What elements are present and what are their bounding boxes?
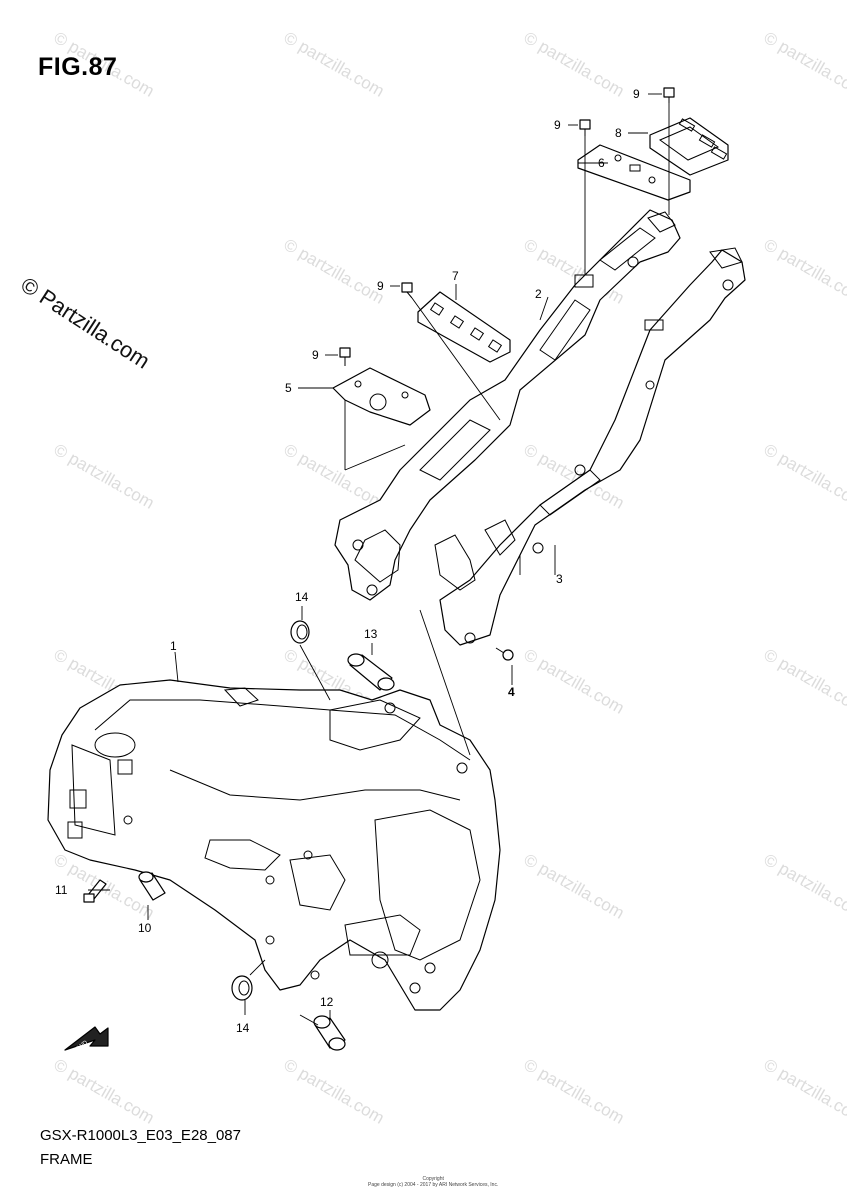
copyright-line2: Page design (c) 2004 - 2017 by ARI Netwo… — [368, 1182, 499, 1188]
part-3-seat-rail[interactable] — [434, 247, 746, 646]
part-13-spacer[interactable] — [347, 653, 395, 691]
callout-14: 14 — [236, 1021, 250, 1035]
callout-9: 9 — [312, 348, 319, 362]
callout-5: 5 — [285, 381, 292, 395]
part-6-plate[interactable] — [577, 144, 691, 201]
part-12-spacer[interactable] — [313, 1015, 346, 1051]
copyright-line1: Copyright — [422, 1176, 444, 1182]
part-4-bolt[interactable] — [495, 647, 514, 661]
callout-7: 7 — [452, 269, 459, 283]
callout-3: 3 — [556, 572, 563, 586]
part-5-plate[interactable] — [332, 367, 431, 426]
callout-6: 6 — [598, 156, 605, 170]
part-9-bolt[interactable] — [401, 282, 413, 299]
forward-arrow-icon — [64, 1026, 109, 1051]
part-2-seat-rail[interactable] — [334, 209, 681, 601]
figure-title: FIG.87 — [38, 53, 118, 81]
part-9-bolt[interactable] — [339, 347, 351, 366]
part-7-plate[interactable] — [417, 291, 511, 363]
callout-11: 11 — [55, 883, 68, 897]
part-14-bushing[interactable] — [231, 975, 253, 1001]
part-9-bolt[interactable] — [663, 87, 675, 103]
callout-10: 10 — [138, 921, 152, 935]
part-9-bolt[interactable] — [579, 119, 591, 136]
part-10-collar[interactable] — [138, 871, 166, 901]
callout-4: 4 — [508, 685, 515, 699]
callout-13: 13 — [364, 627, 378, 641]
copyright-notice: Copyright Page design (c) 2004 - 2017 by… — [368, 1176, 498, 1188]
callout-14: 14 — [295, 590, 309, 604]
callout-8: 8 — [615, 126, 622, 140]
part-1-main-frame[interactable] — [47, 679, 501, 1011]
callout-9: 9 — [377, 279, 384, 293]
callout-12: 12 — [320, 995, 334, 1009]
figure-name: FRAME — [40, 1151, 93, 1168]
callout-9: 9 — [554, 118, 561, 132]
part-8-plate[interactable] — [649, 117, 729, 176]
callout-2: 2 — [535, 287, 542, 301]
part-14-bushing[interactable] — [290, 620, 310, 644]
model-code: GSX-R1000L3_E03_E28_087 — [40, 1127, 241, 1144]
leader-lines — [88, 93, 670, 1026]
callout-1: 1 — [170, 639, 177, 653]
callout-9: 9 — [633, 87, 640, 101]
part-11-bolt[interactable] — [83, 879, 107, 903]
